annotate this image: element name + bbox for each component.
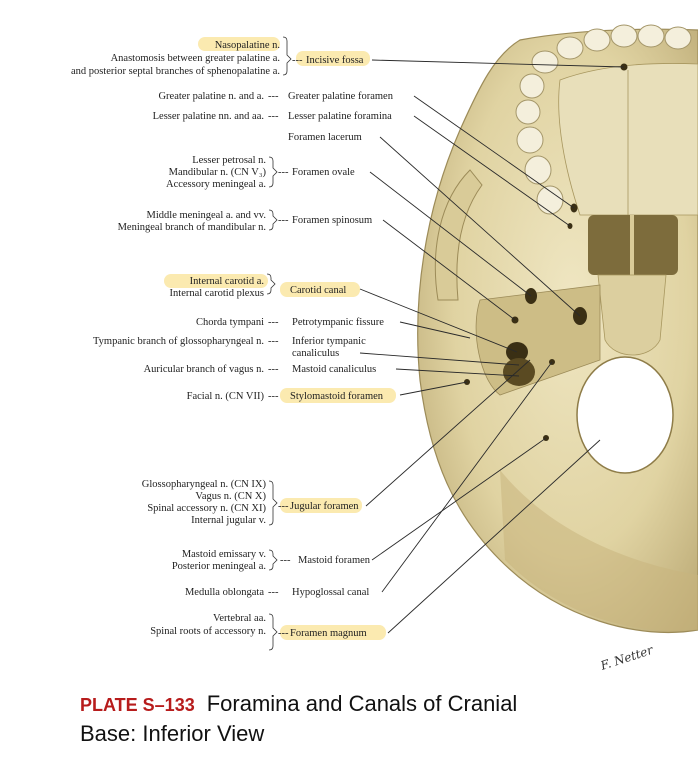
leader-jugular-foramen: [365, 359, 531, 507]
label-canaliculus: canaliculus: [292, 348, 339, 359]
leader-incisive-fossa: [371, 59, 625, 68]
connector: ---: [268, 336, 279, 347]
foramen-magnum-opening: [576, 356, 674, 474]
label-mandibular-n: Mandibular n. (CN V₃): [169, 167, 267, 178]
plate-title-line2: Base: Inferior View: [80, 721, 264, 746]
label-hypoglossal-n: Medulla oblongata: [185, 587, 264, 598]
label-foramen-lacerum: Foramen lacerum: [288, 132, 362, 143]
leader-stylomastoid: [399, 381, 468, 396]
label-meningeal-branch-mandibular: Meningeal branch of mandibular n.: [118, 222, 266, 233]
connector: ---: [292, 55, 303, 66]
label-auricular-branch-vagus: Auricular branch of vagus n.: [144, 364, 264, 375]
label-foramen-magnum: Foramen magnum: [290, 628, 367, 639]
leader-greater-palatine: [413, 95, 575, 209]
leader-mastoid-canaliculus: [395, 368, 520, 377]
plate-caption: PLATE S–133 Foramina and Canals of Crani…: [80, 691, 517, 746]
structure-labels: Incisive fossa Greater palatine foramen …: [288, 55, 394, 639]
label-nasopalatine-n: Nasopalatine n.: [215, 40, 280, 51]
label-medulla-oblongata: Vertebral aa.: [213, 613, 266, 624]
label-carotid-canal: Carotid canal: [290, 285, 346, 296]
connector: ---: [280, 555, 291, 566]
label-posterior-meningeal-a: Posterior meningeal a.: [172, 561, 266, 572]
label-anastomosis: Anastomosis between greater palatine a.: [111, 53, 280, 64]
connector: ---: [278, 501, 289, 512]
label-hypoglossal-canal: Hypoglossal canal: [292, 587, 369, 598]
basi-occiput: [597, 274, 667, 356]
label-foramen-spinosum: Foramen spinosum: [292, 215, 372, 226]
leader-lines: [359, 59, 625, 634]
label-internal-jugular-v: Internal jugular v.: [191, 515, 266, 526]
label-petrotympanic-fissure: Petrotympanic fissure: [292, 317, 384, 328]
leader-lesser-palatine: [413, 115, 571, 227]
zygomatic-arch: [434, 169, 483, 301]
label-inferior-tympanic: Inferior tympanic: [292, 336, 366, 347]
connector: ---: [278, 167, 289, 178]
label-jugular-foramen: Jugular foramen: [290, 501, 359, 512]
label-lesser-palatine-foramina: Lesser palatine foramina: [288, 111, 392, 122]
connector: ---: [268, 391, 279, 402]
leader-hypoglossal: [381, 361, 553, 593]
leader-foramen-magnum: [387, 439, 601, 634]
label-middle-meningeal-a-vv: Middle meningeal a. and vv.: [147, 210, 266, 221]
leader-petrotympanic: [399, 321, 471, 339]
label-spinal-accessory-n: Spinal accessory n. (CN XI): [147, 503, 266, 514]
connector: ---: [278, 215, 289, 226]
plate-caption-line1: PLATE S–133 Foramina and Canals of Crani…: [80, 691, 517, 716]
label-mastoid-emissary-v: Mastoid emissary v.: [182, 549, 266, 560]
label-foramen-ovale: Foramen ovale: [292, 167, 355, 178]
label-stylomastoid-foramen: Stylomastoid foramen: [290, 391, 384, 402]
label-vagus-n: Vagus n. (CN X): [195, 491, 266, 502]
label-tympanic-branch-glossopharyngeal: Tympanic branch of glossopharyngeal n.: [93, 336, 264, 347]
label-incisive-fossa: Incisive fossa: [306, 55, 364, 66]
label-highlights: [164, 37, 396, 640]
connector: ---: [278, 628, 289, 639]
label-greater-palatine-n-a: Greater palatine n. and a.: [158, 91, 264, 102]
artist-signature: F. Netter: [598, 642, 656, 673]
label-mastoid-foramen: Mastoid foramen: [298, 555, 371, 566]
label-lesser-palatine-nn-aa: Lesser palatine nn. and aa.: [153, 111, 264, 122]
leader-carotid-canal: [359, 288, 518, 353]
occipital-squama: [500, 470, 698, 631]
leader-foramen-spinosum: [382, 219, 516, 321]
connector: ---: [268, 587, 279, 598]
connector: ---: [268, 91, 279, 102]
label-greater-palatine-foramen: Greater palatine foramen: [288, 91, 394, 102]
connector: ---: [268, 317, 279, 328]
connector: ---: [268, 364, 279, 375]
label-internal-carotid-a: Internal carotid a.: [190, 276, 264, 287]
label-posterior-septal-branches: and posterior septal branches of sphenop…: [71, 66, 280, 77]
plate-code: PLATE S–133: [80, 695, 195, 715]
label-facial-n: Facial n. (CN VII): [187, 391, 265, 402]
leader-foramen-lacerum: [379, 136, 581, 317]
label-brackets: [266, 36, 292, 651]
label-glossopharyngeal-n: Glossopharyngeal n. (CN IX): [142, 479, 267, 490]
leader-foramen-ovale: [369, 171, 532, 297]
label-internal-carotid-plexus: Internal carotid plexus: [170, 288, 264, 299]
connector: ---: [268, 111, 279, 122]
content-labels: Nasopalatine n. Anastomosis between grea…: [71, 40, 280, 637]
label-mastoid-canaliculus: Mastoid canaliculus: [292, 364, 376, 375]
dash-connectors: --- --- --- --- --- --- --- --- --- --- …: [268, 55, 303, 639]
leader-mastoid-foramen: [371, 437, 547, 561]
upper-dental-arch: [515, 24, 692, 215]
skull-base-illustration: [417, 24, 698, 633]
plate-title-line1: Foramina and Canals of Cranial: [207, 691, 518, 716]
label-chorda-tympani: Chorda tympani: [196, 317, 264, 328]
label-lesser-petrosal-n: Lesser petrosal n.: [192, 155, 266, 166]
leader-inferior-tympanic: [359, 352, 520, 366]
label-vertebral-aa: Spinal roots of accessory n.: [150, 626, 266, 637]
label-accessory-meningeal-a: Accessory meningeal a.: [166, 179, 266, 190]
